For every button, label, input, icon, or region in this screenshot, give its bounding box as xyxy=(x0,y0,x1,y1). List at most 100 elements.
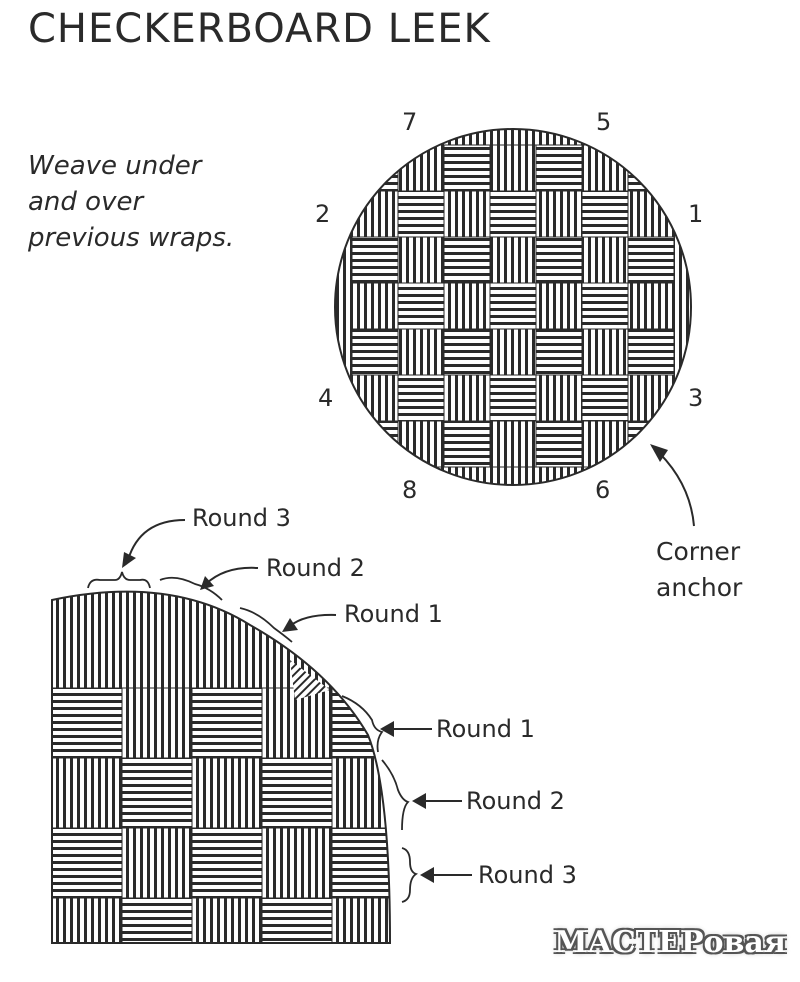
instruction-line-1: Weave under xyxy=(28,151,202,181)
weave-cell xyxy=(627,328,675,376)
round-2-side-arrowhead xyxy=(412,793,426,809)
round-2-top-brace xyxy=(159,576,223,601)
weave-cell xyxy=(535,420,583,468)
side-label-round-1: Round 1 xyxy=(436,715,535,743)
weave-cell xyxy=(535,328,583,376)
weave-cell xyxy=(489,236,537,284)
side-label-round-3: Round 3 xyxy=(478,861,577,889)
weave-cell xyxy=(351,190,399,238)
weave-cell xyxy=(627,282,675,330)
circle-number-5: 5 xyxy=(596,108,611,136)
weave-cell xyxy=(489,374,537,422)
weave-cell xyxy=(443,236,491,284)
round-1-top-arrow xyxy=(289,613,337,627)
weave-cell xyxy=(489,420,537,468)
weave-cell xyxy=(627,144,675,192)
weave-cell xyxy=(627,236,675,284)
round-3-top-arrowhead xyxy=(122,552,136,568)
weave-cell xyxy=(331,757,390,829)
top-label-round-1: Round 1 xyxy=(344,600,443,628)
round-2-side-brace xyxy=(381,759,410,831)
quarter-corner-anchor xyxy=(290,660,330,700)
circle-number-4: 4 xyxy=(318,384,333,412)
watermark-logo: МАСТЕРовая xyxy=(554,925,786,960)
weave-cell xyxy=(443,282,491,330)
circle-number-8: 8 xyxy=(402,476,417,504)
quarter-weave xyxy=(52,591,390,943)
weave-cell xyxy=(351,144,399,192)
weave-cell xyxy=(535,282,583,330)
weave-cell xyxy=(191,897,263,943)
circle-weave xyxy=(335,129,691,485)
top-label-round-3: Round 3 xyxy=(192,504,291,532)
weave-cell xyxy=(121,687,193,759)
circle-number-2: 2 xyxy=(315,200,330,228)
weave-cell xyxy=(52,827,123,899)
corner-anchor-label-line-2: anchor xyxy=(656,573,743,602)
weave-cell xyxy=(121,897,193,943)
weave-cell xyxy=(581,328,629,376)
instruction-line-3: previous wraps. xyxy=(28,223,235,253)
weave-cell xyxy=(351,282,399,330)
weave-cell xyxy=(581,190,629,238)
weave-cell xyxy=(397,236,445,284)
instruction-line-2: and over xyxy=(28,187,144,217)
weave-cell xyxy=(489,144,537,192)
weave-cell xyxy=(627,190,675,238)
corner-anchor-label-line-1: Corner xyxy=(656,537,741,566)
circle-checker-cells xyxy=(351,144,675,468)
circle-number-6: 6 xyxy=(595,476,610,504)
weave-cell xyxy=(443,190,491,238)
circle-number-7: 7 xyxy=(402,108,417,136)
circle-number-3: 3 xyxy=(688,384,703,412)
weave-cell xyxy=(581,374,629,422)
weave-cell xyxy=(397,282,445,330)
weave-cell xyxy=(261,827,333,899)
weave-instruction: Weave under and over previous wraps. xyxy=(28,148,234,256)
weave-cell xyxy=(535,374,583,422)
weave-cell xyxy=(261,687,333,759)
page-title: CHECKERBOARD LEEK xyxy=(28,6,491,52)
weave-cell xyxy=(52,897,123,943)
weave-cell xyxy=(191,827,263,899)
circle-outline xyxy=(334,128,692,486)
weave-cell xyxy=(261,757,333,829)
round-3-top-arrow xyxy=(127,519,186,561)
weave-cell xyxy=(535,190,583,238)
quarter-checker-cells xyxy=(52,687,390,943)
round-3-top-brace xyxy=(87,571,151,589)
weave-cell xyxy=(581,236,629,284)
weave-cell xyxy=(489,190,537,238)
side-label-round-2: Round 2 xyxy=(466,787,565,815)
weave-cell xyxy=(443,144,491,192)
weave-cell xyxy=(535,144,583,192)
corner-anchor-arrowhead xyxy=(650,444,668,462)
round-2-top-arrow xyxy=(205,566,259,585)
weave-cell xyxy=(191,757,263,829)
weave-cell xyxy=(581,282,629,330)
weave-cell xyxy=(489,328,537,376)
weave-cell xyxy=(581,144,629,192)
round-3-side-arrowhead xyxy=(420,867,434,883)
circle-number-1: 1 xyxy=(688,200,703,228)
round-1-side-brace xyxy=(341,695,384,753)
weave-cell xyxy=(443,374,491,422)
round-1-top-arrowhead xyxy=(282,618,298,632)
weave-cell xyxy=(351,236,399,284)
weave-cell xyxy=(535,236,583,284)
weave-cell xyxy=(191,687,263,759)
weave-cell xyxy=(331,897,390,943)
weave-cell xyxy=(331,827,390,899)
weave-cell xyxy=(52,757,123,829)
round-2-top-arrowhead xyxy=(200,576,214,590)
weave-cell xyxy=(261,897,333,943)
weave-cell xyxy=(121,757,193,829)
weave-cell xyxy=(397,328,445,376)
weave-cell xyxy=(443,420,491,468)
weave-cell xyxy=(397,144,445,192)
weave-cell xyxy=(489,282,537,330)
weave-cell xyxy=(397,190,445,238)
weave-cell xyxy=(443,328,491,376)
weave-cell xyxy=(351,328,399,376)
